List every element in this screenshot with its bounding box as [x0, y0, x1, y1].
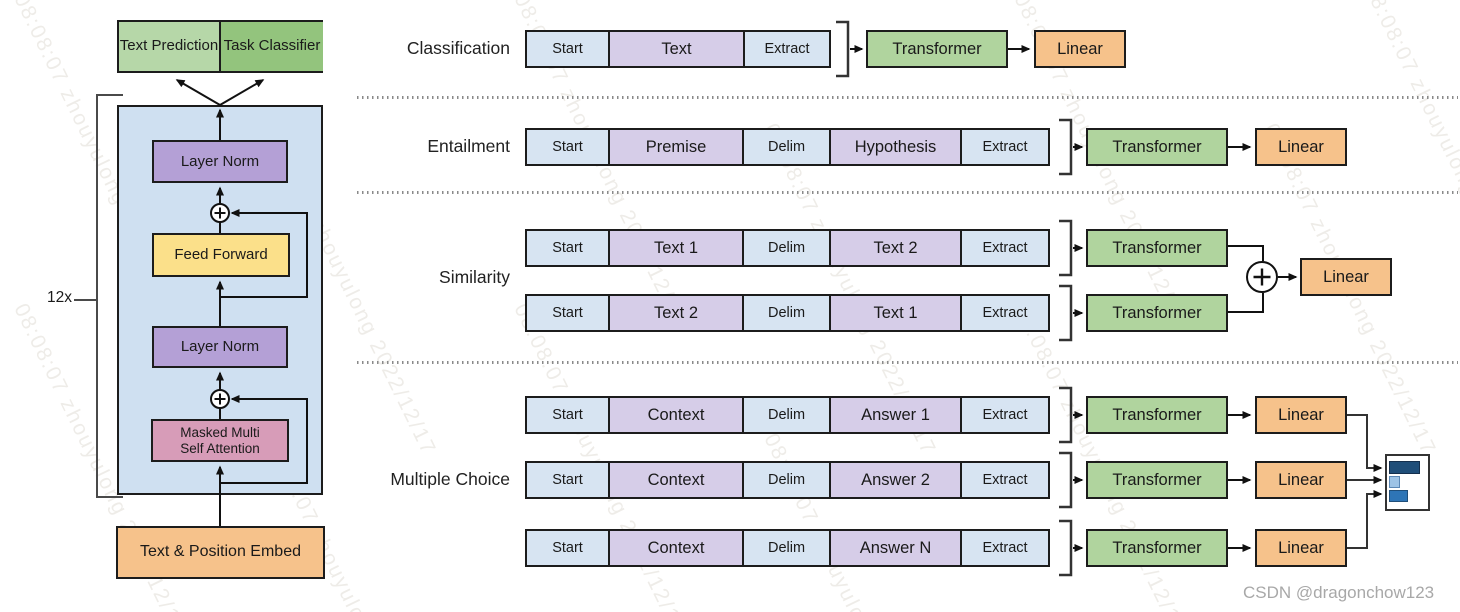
- task-label-multiple-choice: Multiple Choice: [390, 469, 510, 489]
- transformer-box: Transformer: [1086, 294, 1228, 332]
- token-cell-extract: Extract: [960, 294, 1050, 332]
- arrow-to-text-prediction: [175, 79, 221, 106]
- layer-norm-bottom-box: Layer Norm: [152, 326, 288, 368]
- linear-box: Linear: [1255, 128, 1347, 166]
- masked-attention-line2: Self Attention: [180, 440, 260, 456]
- masked-attention-box: Masked Multi Self Attention: [151, 419, 289, 462]
- token-cell-context: Context: [608, 461, 744, 499]
- token-cell-extract: Extract: [960, 229, 1050, 267]
- choice-bar-1: [1389, 461, 1420, 474]
- linear-box: Linear: [1300, 258, 1392, 296]
- text-prediction-box: Text Prediction: [119, 22, 219, 71]
- choice-bar-3: [1389, 490, 1408, 502]
- token-cell-text1: Text 1: [829, 294, 962, 332]
- token-cell-context: Context: [608, 396, 744, 434]
- token-cell-start: Start: [525, 529, 610, 567]
- token-cell-answer2: Answer 2: [829, 461, 962, 499]
- input-sequence-choice-2: Start Context Delim Answer 2 Extract: [525, 461, 1050, 499]
- token-cell-delim: Delim: [742, 294, 831, 332]
- token-cell-extract: Extract: [960, 461, 1050, 499]
- masked-attention-line1: Masked Multi: [180, 424, 260, 440]
- token-cell-premise: Premise: [608, 128, 744, 166]
- token-cell-text2: Text 2: [608, 294, 744, 332]
- token-cell-start: Start: [525, 294, 610, 332]
- token-cell-extract: Extract: [960, 396, 1050, 434]
- token-cell-delim: Delim: [742, 128, 831, 166]
- token-cell-answerN: Answer N: [829, 529, 962, 567]
- input-sequence-choice-1: Start Context Delim Answer 1 Extract: [525, 396, 1050, 434]
- input-sequence-classification: Start Text Extract: [525, 30, 831, 68]
- linear-box: Linear: [1255, 529, 1347, 567]
- token-cell-extract: Extract: [960, 128, 1050, 166]
- repeat-bracket: [74, 94, 123, 498]
- layer-norm-top-box: Layer Norm: [152, 140, 288, 183]
- token-cell-delim: Delim: [742, 529, 831, 567]
- transformer-box: Transformer: [1086, 396, 1228, 434]
- section-divider: [357, 96, 1458, 99]
- task-label-similarity: Similarity: [439, 267, 510, 287]
- token-cell-start: Start: [525, 229, 610, 267]
- similarity-sum-icon: [1246, 261, 1278, 293]
- token-cell-start: Start: [525, 396, 610, 434]
- token-cell-context: Context: [608, 529, 744, 567]
- token-cell-text2: Text 2: [829, 229, 962, 267]
- token-cell-text1: Text 1: [608, 229, 744, 267]
- input-sequence-similarity-2: Start Text 2 Delim Text 1 Extract: [525, 294, 1050, 332]
- token-cell-start: Start: [525, 461, 610, 499]
- token-cell-text: Text: [608, 30, 745, 68]
- choice-scores-box: [1385, 454, 1430, 511]
- section-divider: [357, 361, 1458, 364]
- transformer-box: Transformer: [1086, 461, 1228, 499]
- token-cell-delim: Delim: [742, 461, 831, 499]
- token-cell-start: Start: [525, 30, 610, 68]
- transformer-box: Transformer: [866, 30, 1008, 68]
- token-cell-start: Start: [525, 128, 610, 166]
- watermark-credit: CSDN @dragonchow123: [1243, 583, 1435, 602]
- similarity-merge-lines: [1228, 245, 1264, 313]
- choice-merge-lines: [1347, 414, 1383, 549]
- choice-bar-2: [1389, 476, 1400, 488]
- token-cell-delim: Delim: [742, 396, 831, 434]
- repeat-count-label: 12x: [47, 289, 72, 306]
- input-sequence-choice-n: Start Context Delim Answer N Extract: [525, 529, 1050, 567]
- token-cell-answer1: Answer 1: [829, 396, 962, 434]
- linear-box: Linear: [1255, 396, 1347, 434]
- task-classifier-box: Task Classifier: [219, 22, 323, 71]
- token-cell-delim: Delim: [742, 229, 831, 267]
- arrow-to-task-classifier: [219, 79, 265, 106]
- input-sequence-similarity-1: Start Text 1 Delim Text 2 Extract: [525, 229, 1050, 267]
- task-label-classification: Classification: [406, 38, 510, 58]
- linear-box: Linear: [1255, 461, 1347, 499]
- feed-forward-box: Feed Forward: [152, 233, 290, 277]
- transformer-box: Transformer: [1086, 229, 1228, 267]
- token-cell-hypothesis: Hypothesis: [829, 128, 962, 166]
- transformer-box: Transformer: [1086, 529, 1228, 567]
- linear-box: Linear: [1034, 30, 1126, 68]
- task-label-entailment: Entailment: [427, 136, 510, 156]
- token-cell-extract: Extract: [743, 30, 831, 68]
- embed-box: Text & Position Embed: [116, 526, 325, 579]
- watermark-tile: 08:08:07 zhouyulong 2022/12/17: [759, 430, 941, 612]
- token-cell-extract: Extract: [960, 529, 1050, 567]
- output-heads-box: Text Prediction Task Classifier: [117, 20, 323, 73]
- section-divider: [357, 191, 1458, 194]
- input-sequence-entailment: Start Premise Delim Hypothesis Extract: [525, 128, 1050, 166]
- transformer-box: Transformer: [1086, 128, 1228, 166]
